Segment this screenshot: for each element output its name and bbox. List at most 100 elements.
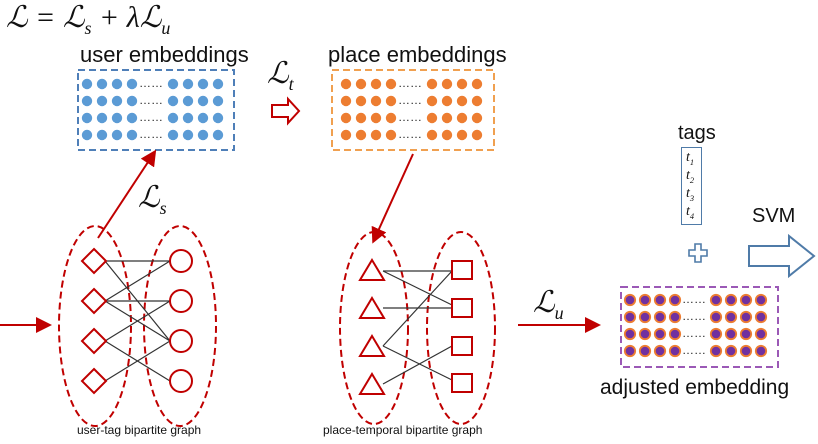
adjusted-embedding-dot xyxy=(638,344,652,358)
place-embedding-dot xyxy=(340,112,352,124)
place-embedding-dot xyxy=(471,129,483,141)
ellipsis-dots: …… xyxy=(139,76,163,90)
user-embedding-dot xyxy=(81,129,93,141)
adjusted-embedding-dot xyxy=(709,344,723,358)
place-embedding-dot xyxy=(456,78,468,90)
adjusted-embedding-dot xyxy=(668,293,682,307)
adjusted-embedding-dot xyxy=(623,344,637,358)
adjusted-embedding-dot xyxy=(638,293,652,307)
place-embedding-dot xyxy=(456,129,468,141)
adjusted-embedding-dot xyxy=(709,310,723,324)
place-embedding-dot xyxy=(370,95,382,107)
user-embedding-dot xyxy=(182,78,194,90)
user-embedding-dot xyxy=(81,112,93,124)
user-embedding-dot xyxy=(111,129,123,141)
user-embedding-dot xyxy=(167,112,179,124)
place-embedding-dot xyxy=(471,112,483,124)
place-embedding-dot xyxy=(340,129,352,141)
adjusted-embedding-dot xyxy=(724,327,738,341)
ellipsis-dots: …… xyxy=(139,127,163,141)
place-temporal-graph-label: place-temporal bipartite graph xyxy=(323,423,483,437)
user-embedding-dot xyxy=(212,95,224,107)
user-embedding-dot xyxy=(81,78,93,90)
user-embedding-dot xyxy=(167,78,179,90)
place-temporal-bipartite-graph xyxy=(339,231,496,425)
place-embedding-dot xyxy=(370,112,382,124)
user-embedding-dots: …… …… …… …… xyxy=(81,76,224,141)
hollow-right-arrow-icon xyxy=(271,96,301,126)
user-embedding-dot xyxy=(111,95,123,107)
adjusted-embedding-dot xyxy=(653,344,667,358)
ls-arrow xyxy=(97,149,157,239)
place-embedding-dot xyxy=(471,78,483,90)
ellipsis-dots: …… xyxy=(139,93,163,107)
adjusted-embedding-dot xyxy=(739,310,753,324)
adjusted-embedding-dot xyxy=(754,310,768,324)
svm-label: SVM xyxy=(752,205,796,227)
adjusted-embedding-dot xyxy=(653,327,667,341)
adjusted-embedding-dot xyxy=(724,293,738,307)
place-embedding-dot xyxy=(441,78,453,90)
user-embedding-dot xyxy=(81,95,93,107)
place-embedding-dot xyxy=(441,112,453,124)
place-embedding-dot xyxy=(355,112,367,124)
user-tag-bipartite-graph xyxy=(58,225,217,427)
adjusted-embedding-dot xyxy=(668,344,682,358)
loss-t-label: ℒt xyxy=(267,57,294,94)
user-embedding-dot xyxy=(197,112,209,124)
user-embedding-dot xyxy=(197,95,209,107)
plus-icon xyxy=(688,243,708,263)
ellipsis-dots: …… xyxy=(682,309,706,323)
place-embedding-dot xyxy=(385,78,397,90)
adjusted-embedding-dot xyxy=(668,310,682,324)
user-embedding-dot xyxy=(126,78,138,90)
user-embedding-dot xyxy=(96,78,108,90)
adjusted-embedding-dot xyxy=(623,310,637,324)
adjusted-embedding-label: adjusted embedding xyxy=(600,376,790,399)
tags-box: t1 t2 t3 t4 xyxy=(681,147,702,225)
user-embedding-dot xyxy=(197,129,209,141)
ellipsis-dots: …… xyxy=(139,110,163,124)
adjusted-embedding-dot xyxy=(739,344,753,358)
place-embedding-dot xyxy=(355,129,367,141)
user-tag-graph-label: user-tag bipartite graph xyxy=(77,423,202,437)
place-embedding-dot xyxy=(426,95,438,107)
place-embedding-dot xyxy=(385,95,397,107)
user-embedding-dot xyxy=(182,129,194,141)
place-embedding-dot xyxy=(441,95,453,107)
place-embedding-dot xyxy=(441,129,453,141)
place-embedding-dot xyxy=(385,129,397,141)
ellipsis-dots: …… xyxy=(398,76,422,90)
user-embedding-dot xyxy=(126,129,138,141)
user-embedding-dot xyxy=(96,112,108,124)
user-embedding-dot xyxy=(197,78,209,90)
place-to-graph-arrow xyxy=(371,153,414,244)
loss-s-label: ℒs xyxy=(138,181,167,218)
place-embedding-dot xyxy=(340,95,352,107)
adjusted-embedding-dot xyxy=(724,344,738,358)
adjusted-embedding-dot xyxy=(754,327,768,341)
adjusted-embedding-dot xyxy=(754,344,768,358)
adjusted-embedding-dot xyxy=(653,293,667,307)
user-embedding-dot xyxy=(167,129,179,141)
user-embedding-dot xyxy=(126,95,138,107)
tags-label: tags xyxy=(678,122,716,144)
place-embedding-dot xyxy=(471,95,483,107)
user-embedding-dot xyxy=(167,95,179,107)
adjusted-embedding-dot xyxy=(623,327,637,341)
place-embedding-dot xyxy=(370,129,382,141)
user-embedding-dot xyxy=(212,112,224,124)
adjusted-embedding-dot xyxy=(724,310,738,324)
ellipsis-dots: …… xyxy=(682,326,706,340)
user-embedding-dot xyxy=(96,95,108,107)
loss-formula: ℒ = ℒs + λℒu xyxy=(6,1,171,38)
user-embedding-dot xyxy=(126,112,138,124)
place-embedding-dot xyxy=(426,112,438,124)
user-embedding-dot xyxy=(212,78,224,90)
adjusted-embedding-dot xyxy=(638,327,652,341)
adjusted-embedding-dots: …………………… xyxy=(623,292,768,358)
place-embedding-dots: …………………… xyxy=(340,76,483,141)
adjusted-embedding-dot xyxy=(653,310,667,324)
